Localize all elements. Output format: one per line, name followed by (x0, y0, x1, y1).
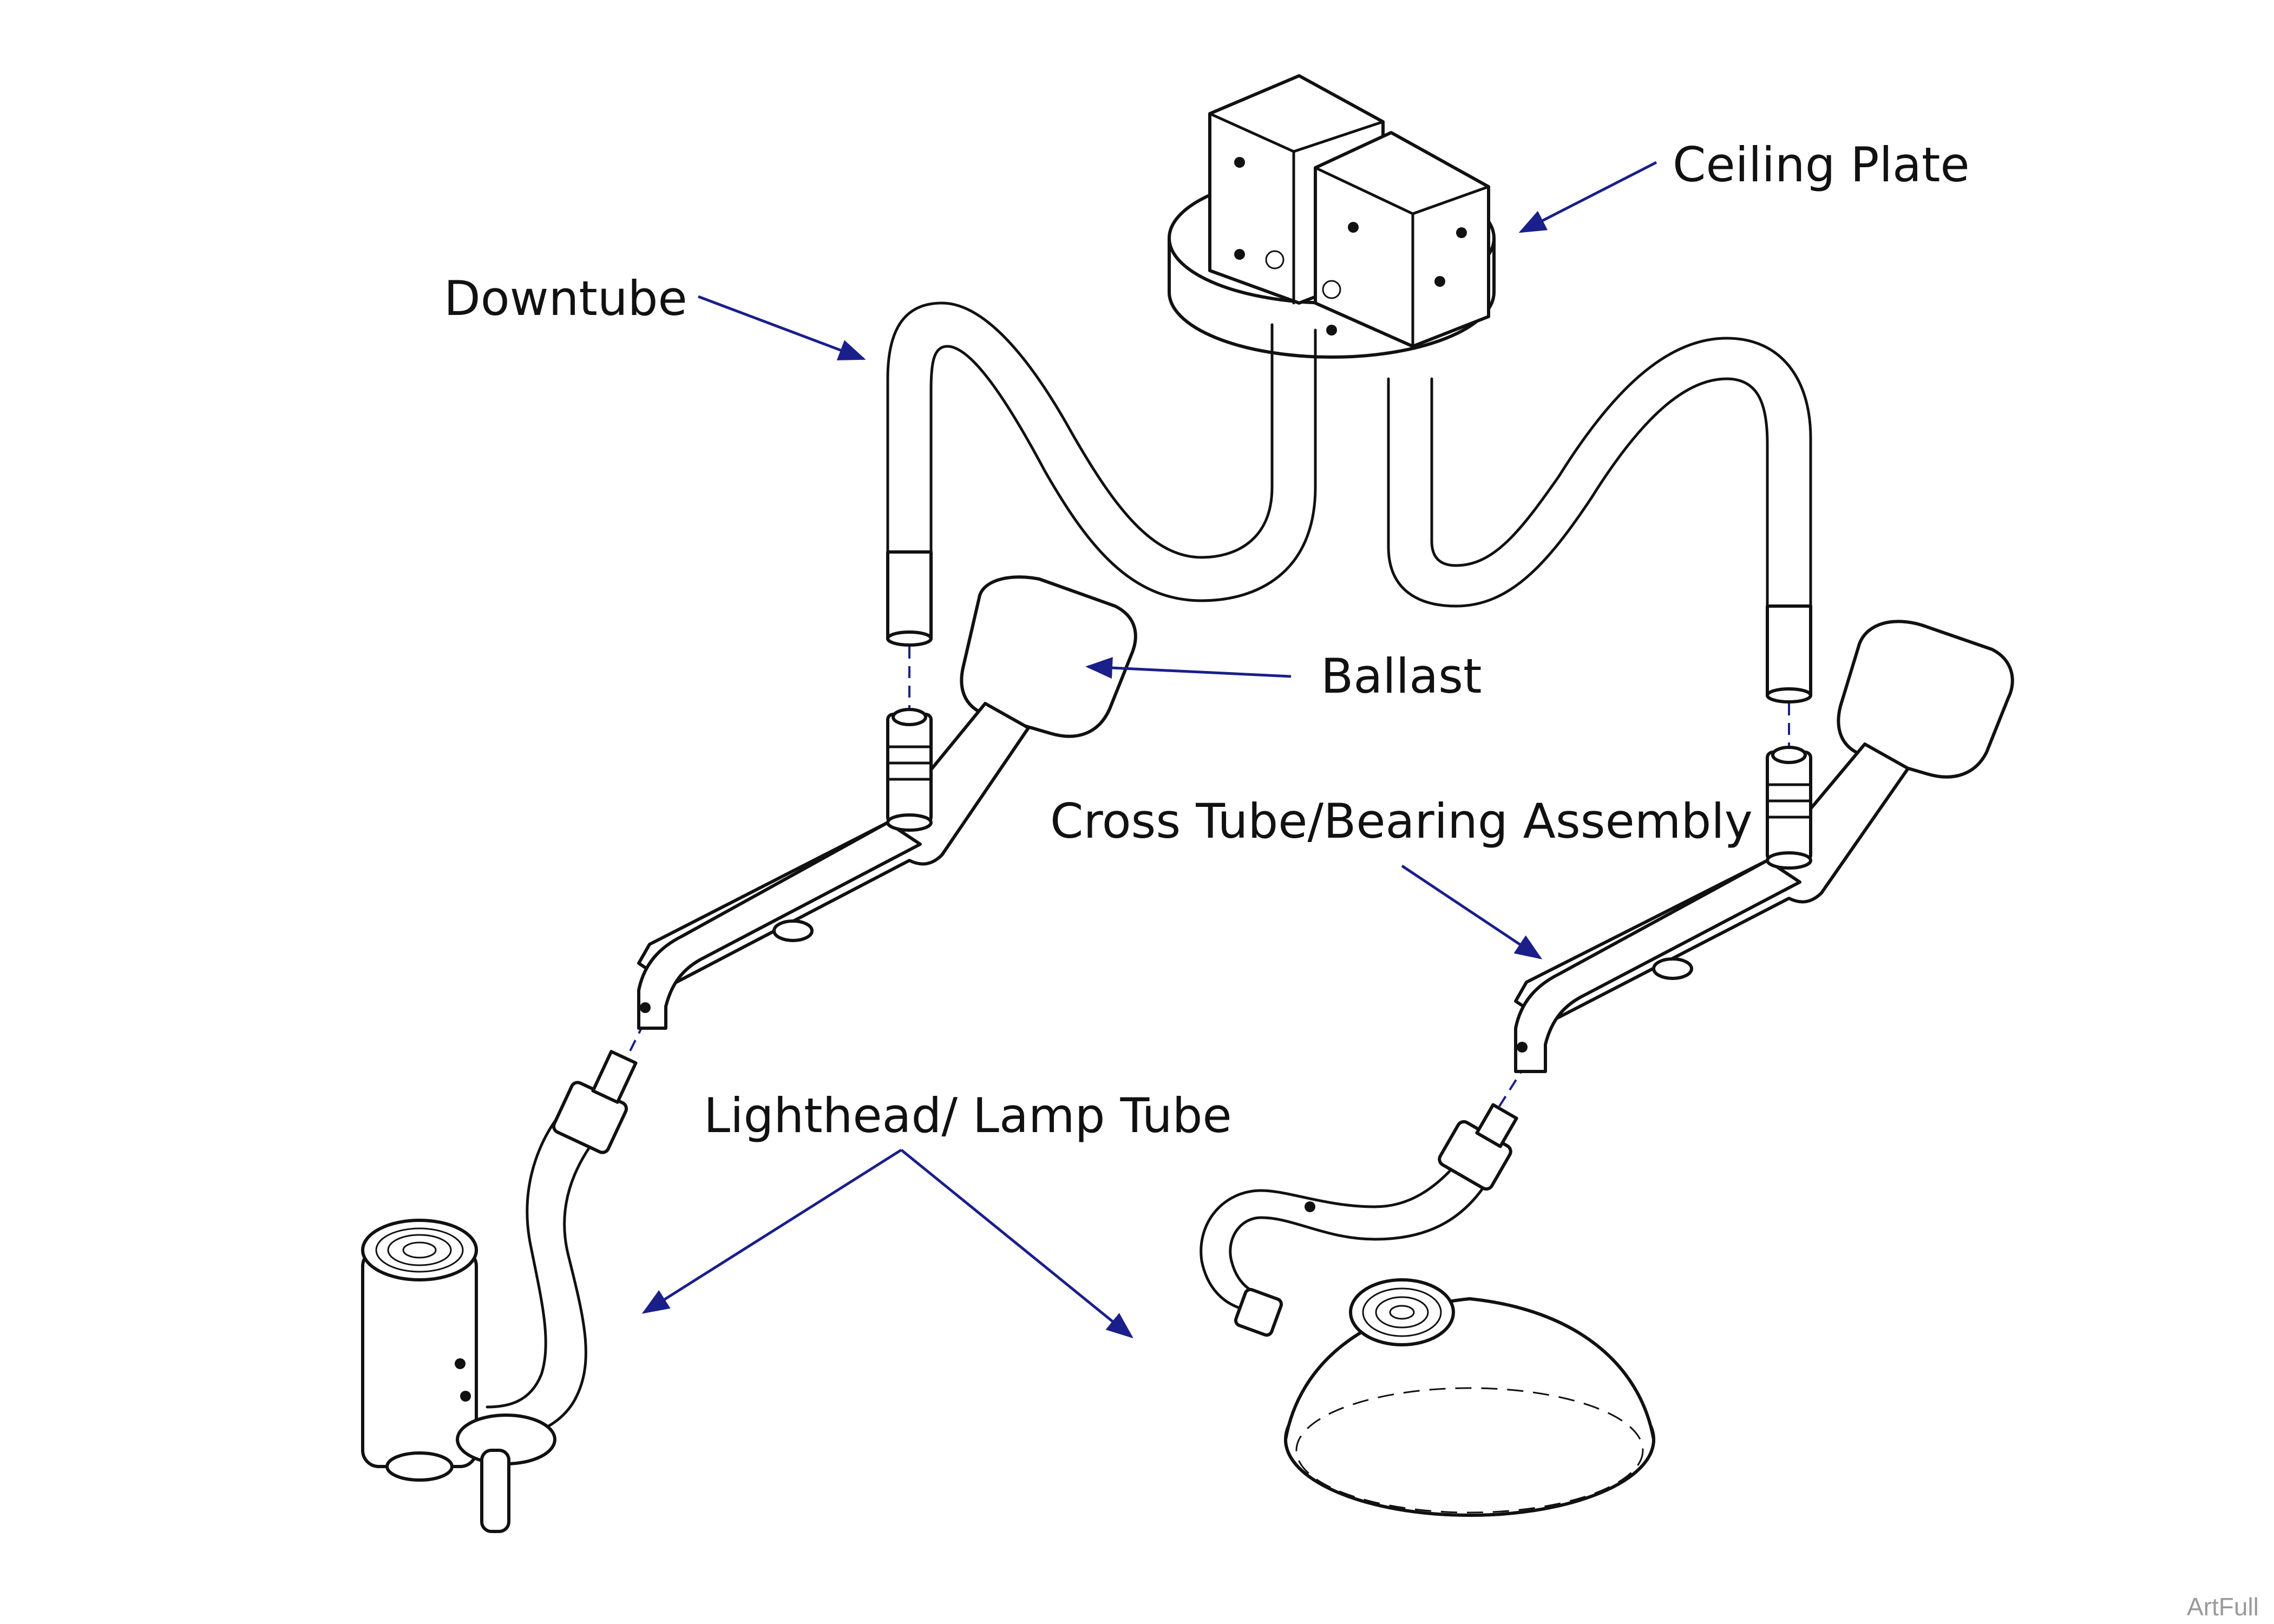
downtube-right (1387, 337, 1812, 703)
label-ballast: Ballast (1321, 648, 1482, 704)
label-downtube: Downtube (444, 271, 687, 326)
lighthead-right (1200, 1103, 1655, 1517)
label-cross-tube: Cross Tube/Bearing Assembly (1050, 793, 1753, 849)
arrow-downtube (698, 295, 866, 360)
arrow-ceiling-plate (1518, 161, 1657, 233)
arrow-ballast (1085, 657, 1292, 679)
cross-tube-right (1514, 620, 2014, 1073)
label-lighthead: Lighthead/ Lamp Tube (704, 1088, 1232, 1143)
arrow-cross-tube (1401, 864, 1543, 959)
arrow-lighthead-right (900, 1149, 1133, 1339)
label-ceiling-plate: Ceiling Plate (1673, 137, 1970, 193)
lighthead-left (361, 1050, 638, 1533)
watermark: ArtFull (2187, 1593, 2259, 1621)
cross-tube-left (637, 575, 1137, 1030)
arrow-lighthead-left (641, 1148, 902, 1314)
ceiling-plate (1168, 74, 1496, 359)
downtube-left (886, 301, 1317, 647)
